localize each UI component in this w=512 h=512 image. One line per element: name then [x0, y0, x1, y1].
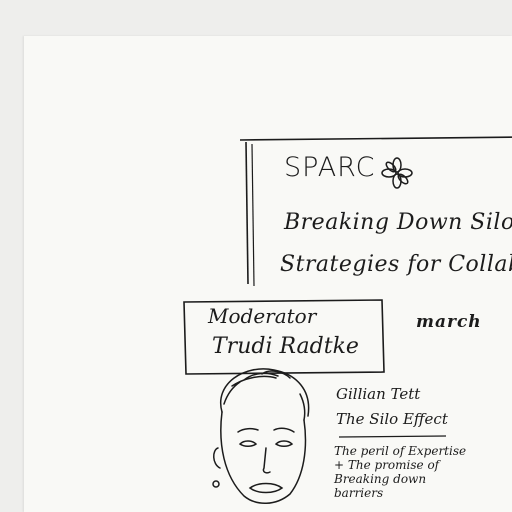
moderator-label: Moderator [208, 304, 317, 328]
sparc-logo-text: SPARC [284, 152, 376, 183]
talk-topic-line: + The promise of [334, 458, 440, 472]
speaker-name: Gillian Tett [336, 385, 421, 403]
moderator-name: Trudi Radtke [212, 334, 359, 359]
event-date: march [416, 312, 482, 332]
moderator-box [180, 298, 386, 375]
event-title-line-1: Breaking Down Silo [284, 210, 512, 235]
paper-sheet [24, 36, 512, 512]
talk-topic-line: barriers [334, 486, 384, 500]
talk-topic-line: Breaking down [334, 472, 427, 486]
talk-topic-line: The peril of Expertise [334, 444, 467, 458]
book-title-underline [338, 435, 447, 438]
event-title-line-2: Strategies for Collab [280, 252, 512, 277]
speaker-portrait-sketch [212, 368, 310, 504]
speaker-book-title: The Silo Effect [336, 410, 448, 428]
talk-topic: The peril of Expertise + The promise of … [334, 444, 467, 500]
title-frame [238, 134, 512, 304]
asterisk-flower-icon [381, 157, 413, 189]
